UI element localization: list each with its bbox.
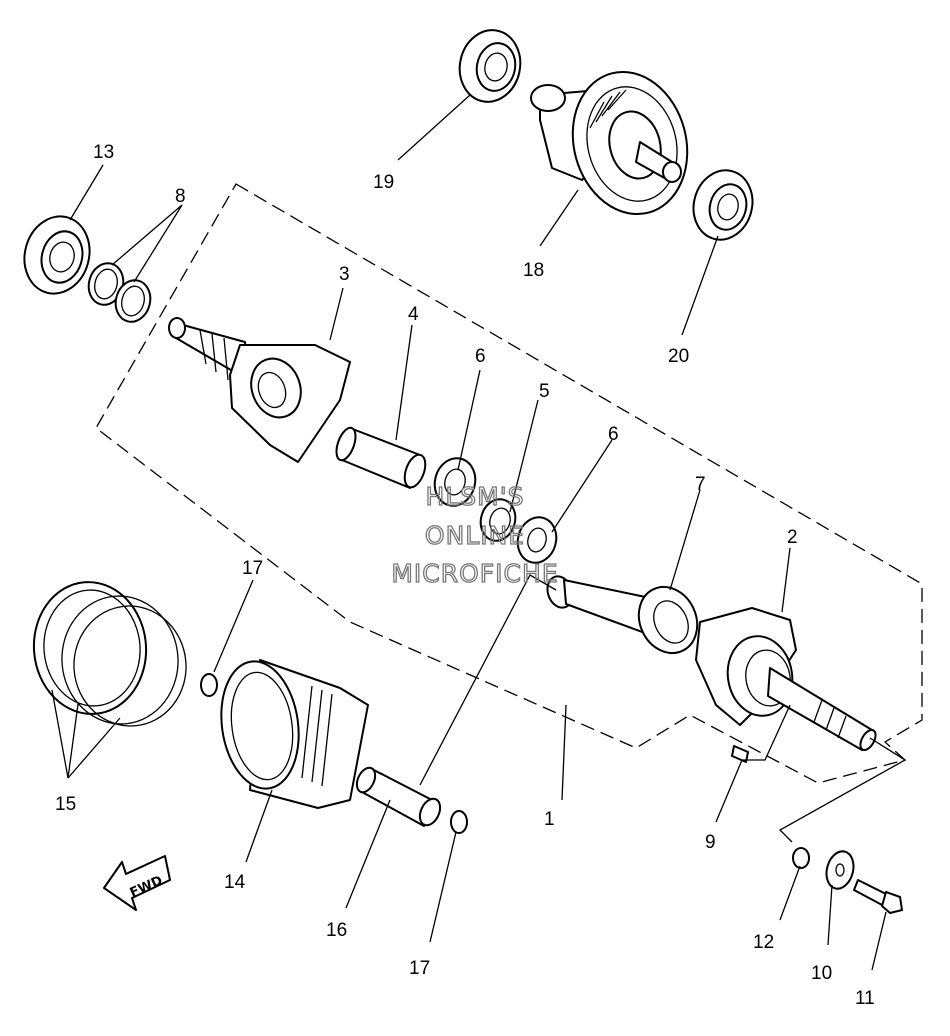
piston-ring-set[interactable] — [28, 577, 191, 730]
callout-6a: 6 — [475, 346, 486, 367]
callout-1: 1 — [544, 809, 555, 830]
watermark-line-3: MICROFICHE — [391, 559, 558, 588]
callout-8: 8 — [175, 186, 186, 207]
washer-left[interactable] — [429, 454, 480, 511]
needle-bearing[interactable] — [476, 495, 520, 544]
bolt[interactable] — [853, 879, 903, 914]
connecting-rod[interactable] — [543, 573, 707, 663]
crank-bearing[interactable] — [16, 209, 98, 301]
callout-16: 16 — [326, 920, 347, 941]
callout-2: 2 — [787, 527, 798, 548]
balancer-bearing-left[interactable] — [453, 25, 527, 108]
leader-lines — [51, 94, 907, 971]
callout-11: 11 — [855, 988, 875, 1009]
callout-14: 14 — [224, 872, 246, 893]
watermark: HLSM'S ONLINE MICROFICHE — [391, 481, 559, 588]
piston-pin[interactable] — [353, 765, 444, 829]
circlip-upper[interactable] — [200, 673, 218, 697]
callout-15: 15 — [55, 794, 76, 815]
callout-20: 20 — [668, 346, 689, 367]
balancer-shaft[interactable] — [530, 59, 703, 227]
callout-18: 18 — [523, 260, 544, 281]
watermark-line-2: ONLINE — [425, 521, 525, 550]
washer-right[interactable] — [513, 513, 562, 567]
watermark-line-1: HLSM'S — [426, 482, 525, 511]
callout-7: 7 — [695, 474, 706, 495]
circlip-lower[interactable] — [450, 810, 468, 834]
callout-numbers: 1 2 3 4 5 6 6 7 8 9 10 11 12 13 14 15 16… — [55, 142, 875, 1009]
callout-9: 9 — [705, 832, 716, 853]
callout-12: 12 — [753, 932, 774, 953]
crankshaft-shims[interactable] — [84, 259, 155, 325]
callout-13: 13 — [93, 142, 114, 163]
balancer-bearing-right[interactable] — [686, 164, 760, 247]
woodruff-key[interactable] — [731, 745, 749, 763]
callout-3: 3 — [339, 264, 350, 285]
callout-4: 4 — [408, 304, 419, 325]
crankshaft-assembly-boundary — [95, 183, 923, 784]
callout-17b: 17 — [409, 958, 430, 979]
callout-17a: 17 — [242, 558, 263, 579]
crank-pin[interactable] — [333, 425, 430, 490]
piston[interactable] — [213, 656, 369, 809]
crank-2[interactable] — [695, 607, 879, 753]
forward-arrow-icon — [103, 855, 171, 911]
callout-6b: 6 — [608, 424, 619, 445]
callout-19: 19 — [373, 172, 394, 193]
o-ring[interactable] — [792, 847, 810, 869]
crank-1[interactable] — [168, 317, 351, 463]
callout-10: 10 — [811, 963, 832, 984]
plain-washer[interactable] — [823, 848, 858, 891]
callout-5: 5 — [539, 381, 550, 402]
